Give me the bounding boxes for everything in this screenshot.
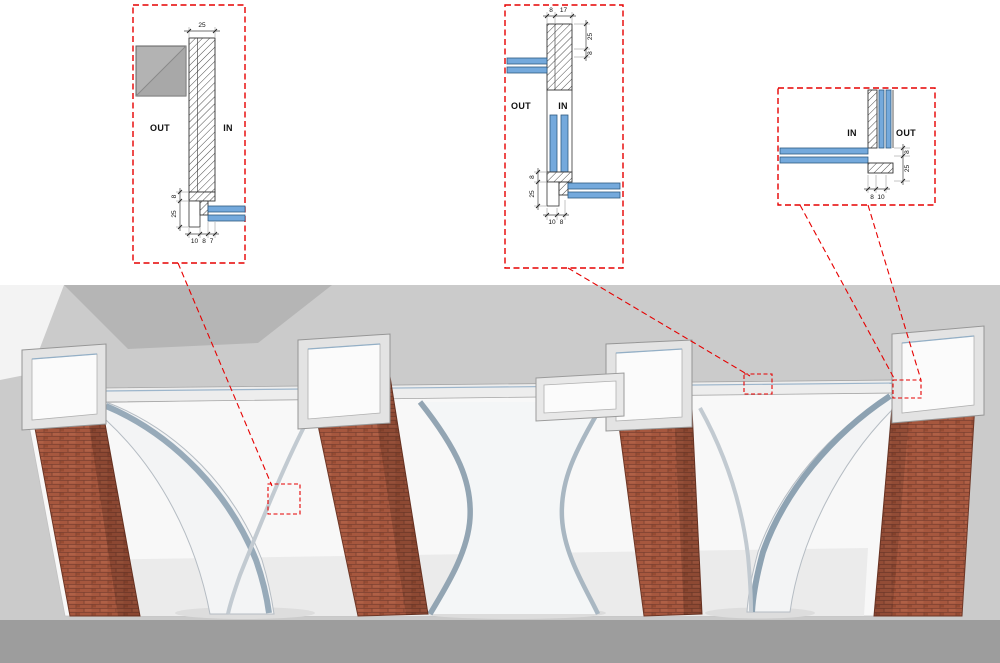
detail-callout-middle: 8 17 25 8 8 25 <box>504 4 624 269</box>
mullion-hatch <box>199 200 209 216</box>
vault-shell-2 <box>417 400 606 619</box>
svg-text:8: 8 <box>870 194 874 201</box>
wall-section-hatch <box>867 89 878 149</box>
dimension-right: 25 8 <box>574 20 594 61</box>
frame-section <box>546 181 560 207</box>
detail-middle-border <box>504 4 624 269</box>
vault-shell-1 <box>104 401 315 619</box>
glazing-vertical <box>878 89 885 149</box>
light-well-4 <box>891 325 985 424</box>
frame-section <box>188 200 201 228</box>
light-well-3 <box>605 339 693 432</box>
concrete-block-diagonal <box>135 45 187 97</box>
svg-text:25: 25 <box>198 22 206 29</box>
sill-hatch <box>867 162 894 174</box>
callout-leaders <box>177 204 922 515</box>
sky-wedge <box>0 285 64 380</box>
svg-text:8: 8 <box>202 238 206 245</box>
callout-target-right <box>892 379 922 399</box>
svg-text:17: 17 <box>560 7 568 14</box>
dimension-top: 8 17 <box>543 7 576 23</box>
sill-hatch <box>188 191 216 202</box>
light-well-1 <box>21 343 107 431</box>
dimension-bottom: 8 10 <box>864 175 890 201</box>
dimension-left: 8 25 <box>529 168 546 210</box>
backdrop-wedge <box>64 285 332 349</box>
wall-section-hatch <box>546 23 573 91</box>
detail-left-border <box>132 4 246 264</box>
svg-text:25: 25 <box>529 190 536 198</box>
sill-hatch <box>546 171 573 183</box>
label-in: IN <box>847 128 857 138</box>
svg-text:10: 10 <box>877 194 885 201</box>
svg-text:25: 25 <box>904 165 911 173</box>
svg-text:10: 10 <box>191 238 199 245</box>
label-in: IN <box>558 101 568 111</box>
label-in: IN <box>223 123 233 133</box>
wall-section-hatch <box>188 37 216 193</box>
svg-text:8: 8 <box>529 175 536 179</box>
glazing-vertical <box>549 114 558 173</box>
svg-text:25: 25 <box>171 210 178 218</box>
roof-glazing-line <box>103 382 896 392</box>
svg-text:8: 8 <box>560 219 564 226</box>
detail-callout-right: 8 25 8 10 IN OUT <box>777 87 936 206</box>
detail-callout-left: 25 8 25 10 8 7 OUT IN <box>132 4 246 264</box>
glazing-bar <box>567 182 621 190</box>
dimension-top: 25 <box>184 22 220 37</box>
vault-shell-3 <box>698 393 893 619</box>
leader-line-right-b <box>867 204 922 381</box>
glazing-vertical <box>885 89 892 149</box>
roof-collar-box <box>535 372 625 422</box>
glazing-bar <box>506 66 548 74</box>
svg-text:8: 8 <box>171 194 178 198</box>
svg-text:8: 8 <box>587 51 594 55</box>
leader-line-left <box>177 262 273 487</box>
svg-text:8: 8 <box>549 7 553 14</box>
svg-text:10: 10 <box>548 219 556 226</box>
glazing-bar <box>207 205 246 213</box>
glazing-bar <box>779 147 869 155</box>
glazing-bar <box>506 57 548 65</box>
glazing-bar <box>567 191 621 199</box>
glazing-bar <box>207 214 246 222</box>
light-well-2 <box>297 333 391 430</box>
label-out: OUT <box>511 101 531 111</box>
callout-target-middle <box>743 373 773 395</box>
scene-3d <box>0 285 1000 663</box>
dimension-bottom: 10 8 7 <box>185 222 219 245</box>
dimension-bottom: 10 8 <box>543 200 569 226</box>
dimension-left: 8 25 <box>171 188 188 231</box>
leader-line-middle <box>567 267 751 377</box>
label-out: OUT <box>896 128 916 138</box>
mullion-hatch <box>558 181 569 196</box>
callout-target-left <box>267 483 301 515</box>
svg-text:7: 7 <box>210 238 214 245</box>
detail-right-border <box>777 87 936 206</box>
svg-text:8: 8 <box>904 150 911 154</box>
dimension-right: 8 25 <box>894 144 911 185</box>
foreground-strip <box>0 620 1000 663</box>
label-out: OUT <box>150 123 170 133</box>
leader-line-right-a <box>799 204 896 381</box>
glazing-bar <box>779 156 869 164</box>
glazing-vertical <box>560 114 569 173</box>
svg-text:25: 25 <box>587 33 594 41</box>
